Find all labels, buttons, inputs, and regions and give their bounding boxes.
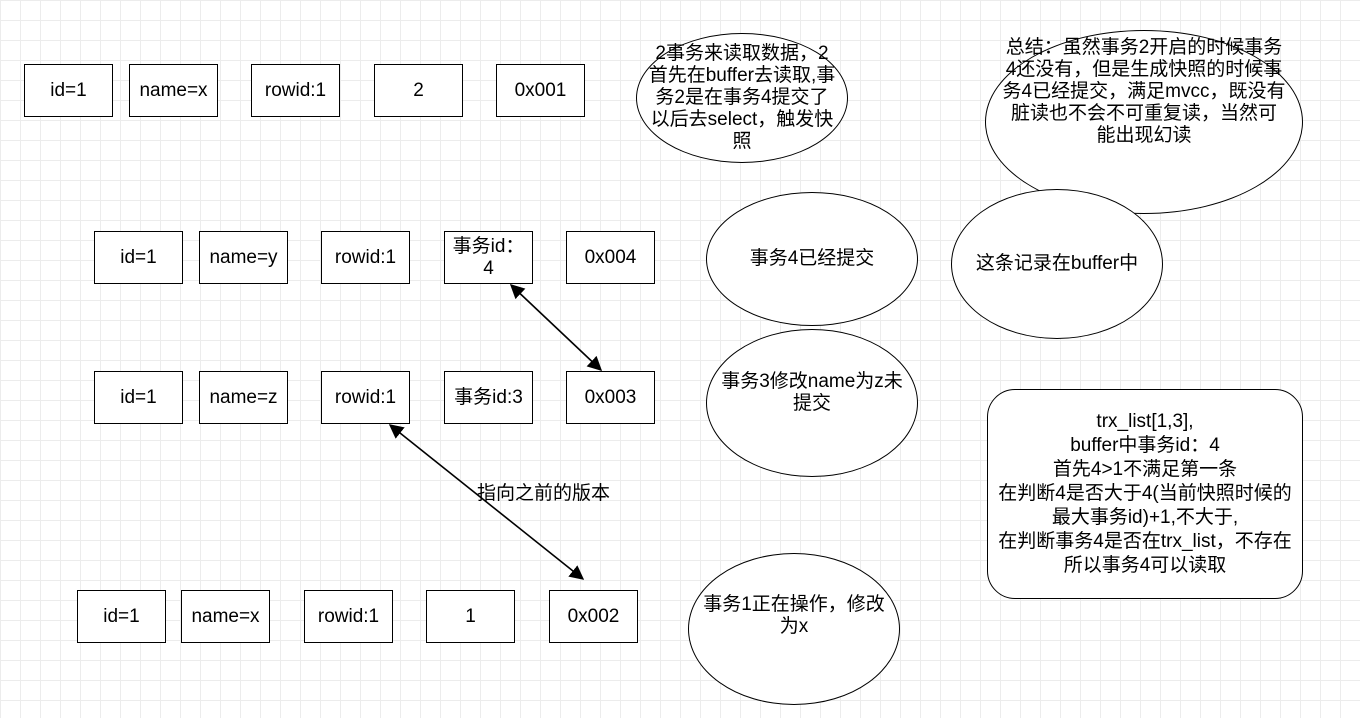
top-row-rowid-cell[interactable]: rowid:1 — [251, 64, 340, 117]
second-row-rowid-cell[interactable]: rowid:1 — [321, 231, 410, 284]
visibility-rule-text: trx_list[1,3], buffer中事务id：4 首先4>1不满足第一条… — [998, 411, 1292, 576]
summary-note-ellipse[interactable]: 总结：虽然事务2开启的时候事务4还没有，但是生成快照的时候事务4已经提交，满足m… — [985, 30, 1303, 214]
bottom-row-pointer-cell[interactable]: 0x002 — [549, 590, 638, 643]
bottom-row-name-cell[interactable]: name=x — [181, 590, 270, 643]
third-row-txid-cell[interactable]: 事务id:3 — [444, 371, 533, 424]
top-row-pointer-cell[interactable]: 0x001 — [496, 64, 585, 117]
third-row-id-cell[interactable]: id=1 — [94, 371, 183, 424]
second-row-name-cell[interactable]: name=y — [199, 231, 288, 284]
bottom-row-id-cell[interactable]: id=1 — [77, 590, 166, 643]
in-buffer-ellipse[interactable]: 这条记录在buffer中 — [951, 189, 1163, 339]
tx3-to-tx1-arrow[interactable] — [388, 424, 585, 580]
bottom-row-rowid-cell[interactable]: rowid:1 — [304, 590, 393, 643]
bottom-row-txid-cell[interactable]: 1 — [426, 590, 515, 643]
second-row-pointer-cell[interactable]: 0x004 — [566, 231, 655, 284]
tx1-modify-text: 事务1正在操作，修改为x — [703, 594, 885, 637]
read-note-ellipse[interactable]: 2事务来读取数据，2首先在buffer去读取,事务2是在事务4提交了以后去sel… — [636, 33, 848, 163]
third-row-name-cell[interactable]: name=z — [199, 371, 288, 424]
tx4-committed-text: 事务4已经提交 — [749, 248, 875, 269]
visibility-rule-box[interactable]: trx_list[1,3], buffer中事务id：4 首先4>1不满足第一条… — [987, 389, 1303, 599]
read-note-text: 2事务来读取数据，2首先在buffer去读取,事务2是在事务4提交了以后去sel… — [648, 43, 836, 152]
tx3-modify-ellipse[interactable]: 事务3修改name为z未提交 — [706, 329, 918, 477]
top-row-name-cell[interactable]: name=x — [129, 64, 218, 117]
third-row-pointer-cell[interactable]: 0x003 — [566, 371, 655, 424]
second-row-txid-cell[interactable]: 事务id： 4 — [444, 231, 533, 284]
top-row-id-cell[interactable]: id=1 — [24, 64, 113, 117]
top-row-txid-cell[interactable]: 2 — [374, 64, 463, 117]
tx3-modify-text: 事务3修改name为z未提交 — [721, 371, 903, 414]
summary-note-text: 总结：虽然事务2开启的时候事务4还没有，但是生成快照的时候事务4已经提交，满足m… — [1002, 37, 1286, 146]
tx1-modify-ellipse[interactable]: 事务1正在操作，修改为x — [688, 553, 900, 705]
second-row-id-cell[interactable]: id=1 — [94, 231, 183, 284]
in-buffer-text: 这条记录在buffer中 — [975, 253, 1139, 274]
tx4-to-tx3-arrow[interactable] — [509, 284, 603, 371]
third-row-rowid-cell[interactable]: rowid:1 — [321, 371, 410, 424]
tx4-committed-ellipse[interactable]: 事务4已经提交 — [706, 192, 918, 326]
